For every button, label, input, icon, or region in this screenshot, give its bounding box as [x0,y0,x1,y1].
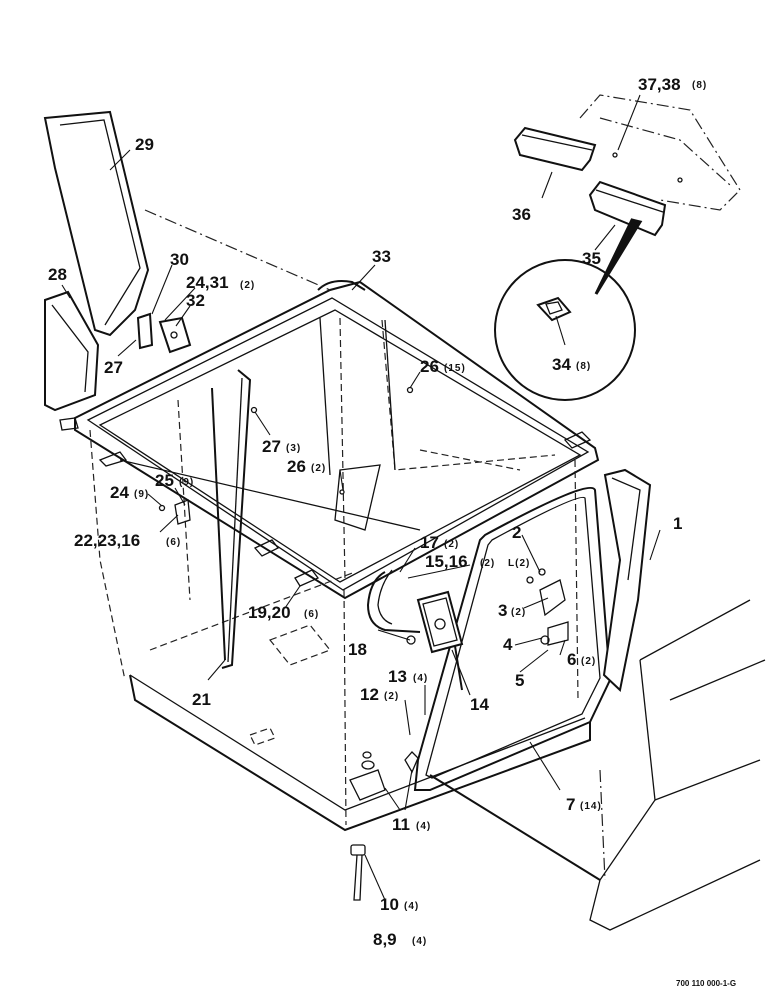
callout-15-16-L: L(2) [508,558,530,569]
callout-1: 1 [673,514,682,533]
callout-28: 28 [48,265,67,284]
callout-7-qty: (14) [580,801,602,812]
callout-2: 2 [512,523,521,542]
callout-19-20: 19,20 [248,603,291,622]
callout-22-23-16: 22,23,16 [74,531,140,550]
callout-26a: 26 [420,357,439,376]
callout-15-16-qty: (2) [480,558,495,569]
callout-35: 35 [582,249,601,268]
callout-24a: 24 [110,483,129,502]
callout-15-16: 15,16 [425,552,468,571]
callout-8-9-qty: (4) [412,936,427,947]
callout-24-31-qty: (2) [240,280,255,291]
callout-37-38: 37,38 [638,75,681,94]
callout-21: 21 [192,690,211,709]
callout-labels: 29 28 30 24,31 (2) 32 27 33 37,38 (8) 36… [48,75,736,988]
callout-17-qty: (2) [444,539,459,550]
callout-25-qty: (9) [179,477,194,488]
callout-12-qty: (2) [384,691,399,702]
callout-30: 30 [170,250,189,269]
cab-frame-drawing [43,94,766,931]
callout-24-31: 24,31 [186,273,229,292]
leader-lines [61,94,661,901]
callout-17: 17 [420,533,439,552]
callout-11: 11 [392,815,410,834]
callout-27a: 27 [262,437,281,456]
callout-8-9: 8,9 [373,930,397,949]
drawing-code: 700 110 000-1-G [676,979,736,988]
callout-26b-qty: (2) [311,463,326,474]
callout-19-20-qty: (6) [304,609,319,620]
callout-7: 7 [566,795,575,814]
callout-4: 4 [503,635,513,654]
callout-27b: 27 [104,358,123,377]
callout-27a-qty: (3) [286,443,301,454]
callout-29: 29 [135,135,154,154]
callout-11-qty: (4) [416,821,431,832]
callout-13: 13 [388,667,407,686]
callout-3-qty: (2) [511,607,526,618]
callout-10-qty: (4) [404,901,419,912]
callout-18: 18 [348,640,367,659]
callout-22-23-16-qty: (6) [166,537,181,548]
callout-10: 10 [380,895,399,914]
callout-12: 12 [360,685,379,704]
callout-34-qty: (8) [576,361,591,372]
callout-37-38-qty: (8) [692,80,707,91]
callout-32: 32 [186,291,205,310]
callout-13-qty: (4) [413,673,428,684]
callout-34: 34 [552,355,571,374]
callout-26a-qty: (15) [444,363,466,374]
callout-26b: 26 [287,457,306,476]
callout-36: 36 [512,205,531,224]
callout-6-qty: (2) [581,656,596,667]
callout-3: 3 [498,601,507,620]
callout-25: 25 [155,471,174,490]
callout-6: 6 [567,650,576,669]
callout-5: 5 [515,671,524,690]
callout-24a-qty: (9) [134,489,149,500]
callout-14: 14 [470,695,489,714]
callout-33: 33 [372,247,391,266]
